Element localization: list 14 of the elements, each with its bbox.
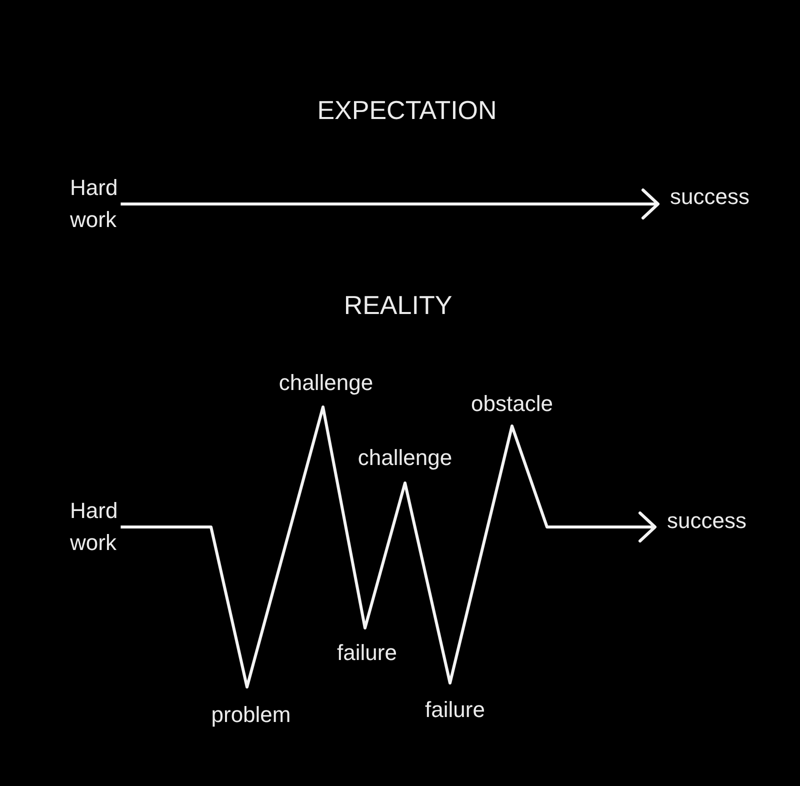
- zigzag-arrow: [120, 406, 656, 688]
- start-label: Hard work: [70, 495, 118, 559]
- valley-label: failure: [337, 640, 397, 666]
- section-heading: EXPECTATION: [317, 95, 497, 125]
- valley-label: problem: [211, 702, 291, 728]
- start-label: Hard work: [70, 172, 118, 236]
- peak-label: obstacle: [471, 391, 553, 417]
- end-label: success: [670, 181, 750, 213]
- section-heading: REALITY: [344, 290, 452, 320]
- valley-label: failure: [425, 697, 485, 723]
- peak-label: challenge: [278, 370, 374, 396]
- peak-label: challenge: [358, 445, 452, 471]
- arrow: [120, 188, 660, 220]
- end-label: success: [667, 505, 746, 537]
